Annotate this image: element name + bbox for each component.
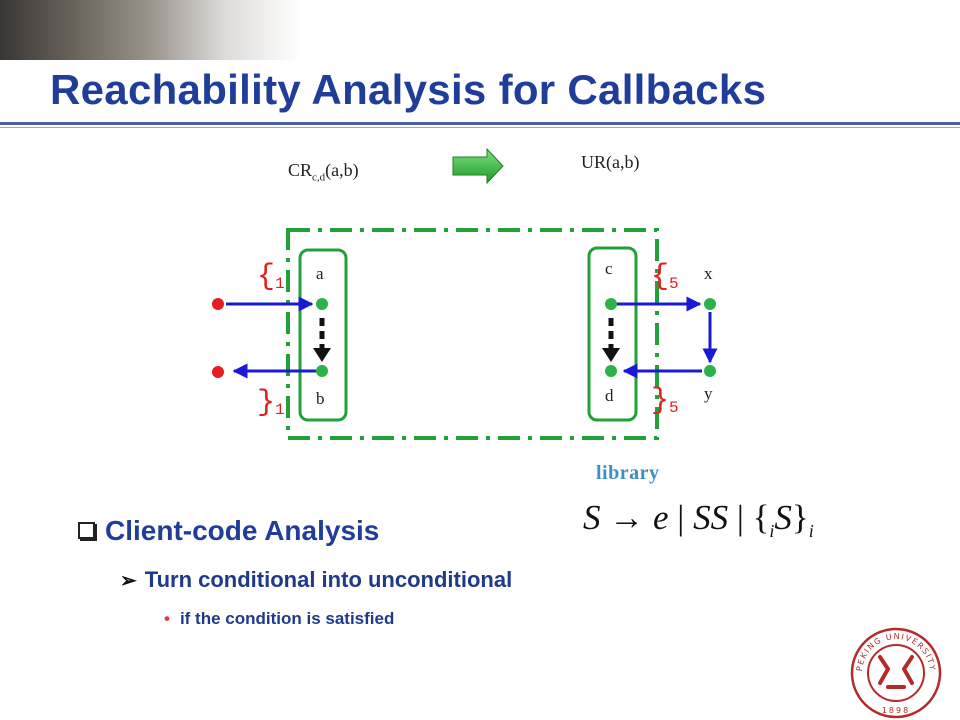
- cr-label: CRc,d(a,b): [288, 160, 359, 184]
- node-x-label: x: [704, 264, 713, 283]
- transform-arrow-icon: [452, 147, 504, 185]
- node-a: [316, 298, 328, 310]
- bullet-level2: ➢Turn conditional into unconditional: [120, 567, 513, 592]
- svg-text:PEKING UNIVERSITY: PEKING UNIVERSITY: [855, 632, 937, 672]
- method-box-cd: [587, 246, 638, 422]
- client-node-in: [212, 298, 224, 310]
- summary-arrowhead-cd: [602, 348, 620, 362]
- node-d: [605, 365, 617, 377]
- node-y-label: y: [704, 384, 713, 403]
- bullet-level3: •if the condition is satisfied: [164, 609, 395, 628]
- title-rule-thin: [0, 127, 960, 128]
- node-c-label: c: [605, 259, 613, 278]
- close-paren-1: }1: [257, 386, 285, 420]
- header-banner-image: [0, 0, 300, 60]
- cr-sub: c,d: [312, 171, 326, 184]
- method-box-ab: [298, 248, 348, 422]
- node-b-label: b: [316, 389, 325, 408]
- checkbox-bullet-icon: [78, 522, 95, 539]
- node-b: [316, 365, 328, 377]
- library-boundary: [286, 228, 659, 440]
- client-node-out: [212, 366, 224, 378]
- cr-args: (a,b): [325, 160, 359, 180]
- open-paren-1: {1: [257, 260, 285, 294]
- slide-title: Reachability Analysis for Callbacks: [50, 66, 767, 113]
- node-a-label: a: [316, 264, 324, 283]
- node-y: [704, 365, 716, 377]
- title-rule: [0, 122, 960, 125]
- svg-text:1898: 1898: [882, 706, 910, 715]
- dot-bullet-icon: •: [164, 609, 170, 628]
- bullet-level1: Client-code Analysis: [78, 515, 379, 547]
- summary-arrowhead-ab: [313, 348, 331, 362]
- cr-main: CR: [288, 160, 313, 180]
- grammar-rule: S → e | SS | {iS}i: [583, 498, 814, 541]
- node-c: [605, 298, 617, 310]
- university-seal-logo: PEKING UNIVERSITY 1898: [850, 627, 942, 719]
- library-label: library: [596, 462, 660, 484]
- node-x: [704, 298, 716, 310]
- close-paren-5: }5: [651, 384, 679, 418]
- ur-label: UR(a,b): [581, 152, 640, 172]
- node-d-label: d: [605, 386, 614, 405]
- open-paren-5: {5: [651, 260, 679, 294]
- arrowhead-bullet-icon: ➢: [120, 570, 137, 592]
